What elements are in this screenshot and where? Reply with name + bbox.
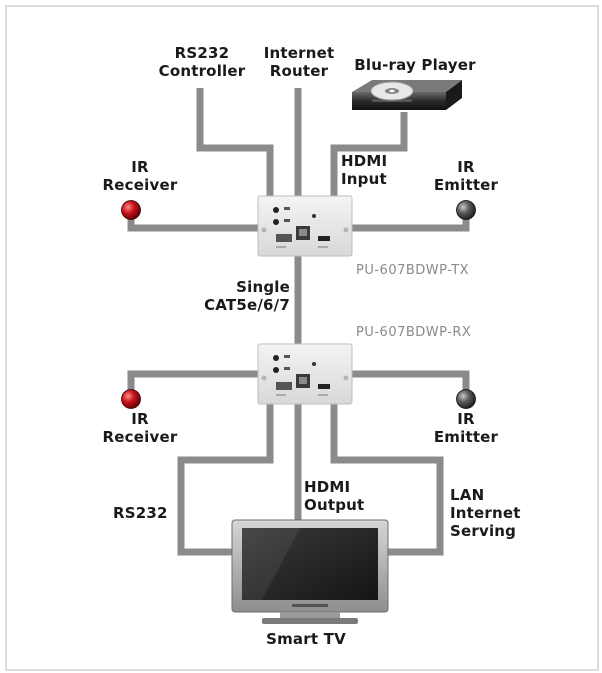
label-lan-line1: LAN <box>450 486 484 504</box>
ir-receiver-top-icon <box>121 200 141 220</box>
label-ir-receiver-bottom-line2: Receiver <box>103 428 178 446</box>
label-ir-receiver-bottom-line1: IR <box>131 410 149 428</box>
tx-device <box>257 195 353 257</box>
bluray-player-icon <box>352 80 462 110</box>
rx-device <box>257 343 353 405</box>
label-internet-router-line2: Router <box>270 62 329 80</box>
label-single-cat-line2: CAT5e/6/7 <box>204 296 290 314</box>
ir-receiver-bottom-icon <box>121 389 141 409</box>
label-rs232: RS232 <box>113 504 168 522</box>
cable-ir-emitter-top <box>352 210 470 232</box>
cable-hdmi-input <box>330 112 408 198</box>
label-hdmi-output-line2: Output <box>304 496 364 514</box>
cable-rs232 <box>177 400 274 556</box>
label-hdmi-input-line1: HDMI <box>341 152 387 170</box>
label-ir-emitter-top-line1: IR <box>457 158 475 176</box>
label-rs232-controller-line2: Controller <box>159 62 246 80</box>
cable-lan <box>330 400 444 556</box>
label-bluray-player: Blu-ray Player <box>354 56 476 74</box>
label-ir-emitter-bottom-line2: Emitter <box>434 428 499 446</box>
label-hdmi-output-line1: HDMI <box>304 478 350 496</box>
label-rs232-controller-line1: RS232 <box>175 44 230 62</box>
cable-rs232-controller <box>196 88 274 198</box>
label-tx-model: PU-607BDWP-TX <box>356 263 469 278</box>
label-hdmi-input-line2: Input <box>341 170 387 188</box>
label-ir-emitter-top-line2: Emitter <box>434 176 499 194</box>
label-ir-receiver-top-line1: IR <box>131 158 149 176</box>
ir-emitter-top-icon <box>456 200 476 220</box>
cable-ir-receiver-top <box>127 210 258 232</box>
smart-tv-icon <box>231 519 389 624</box>
label-smart-tv: Smart TV <box>266 630 346 648</box>
frame-border <box>5 5 599 671</box>
label-internet-router-line1: Internet <box>264 44 335 62</box>
label-ir-receiver-top-line2: Receiver <box>103 176 178 194</box>
cable-ir-emitter-bottom <box>352 370 470 398</box>
label-lan-line3: Serving <box>450 522 516 540</box>
ir-emitter-bottom-icon <box>456 389 476 409</box>
label-single-cat-line1: Single <box>236 278 290 296</box>
label-ir-emitter-bottom-line1: IR <box>457 410 475 428</box>
cable-ir-receiver-bottom <box>127 370 258 398</box>
label-lan-line2: Internet <box>450 504 521 522</box>
label-rx-model: PU-607BDWP-RX <box>356 325 471 340</box>
